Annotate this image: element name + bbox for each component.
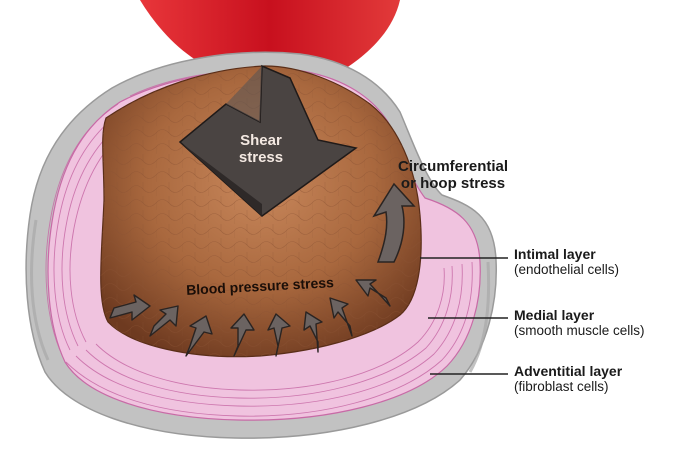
shear-label-line1: Shear bbox=[240, 132, 282, 149]
pressure-arrow-icon bbox=[230, 313, 255, 357]
shear-label-line2: stress bbox=[238, 149, 284, 166]
hoop-stress-arrow-icon bbox=[372, 182, 416, 263]
medial-layer-label: Medial layer (smooth muscle cells) bbox=[514, 307, 645, 338]
hoop-stress-label: Circumferential or hoop stress bbox=[398, 158, 508, 192]
pressure-arrow-icon bbox=[329, 297, 353, 337]
shear-stress-arrow-icon bbox=[178, 64, 358, 217]
adventitial-layer-subtitle: (fibroblast cells) bbox=[514, 379, 609, 394]
pressure-arrow-icon bbox=[303, 311, 323, 353]
adventitial-layer-title: Adventitial layer bbox=[514, 363, 623, 379]
blood-pressure-arrows bbox=[109, 279, 391, 357]
pressure-arrow-icon bbox=[109, 294, 151, 321]
intimal-layer-title: Intimal layer bbox=[514, 246, 596, 262]
adventitial-texture bbox=[30, 219, 491, 373]
intimal-layer-subtitle: (endothelial cells) bbox=[514, 262, 620, 277]
hoop-label-line1: Circumferential bbox=[398, 158, 509, 175]
intimal-layer-label: Intimal layer (endothelial cells) bbox=[514, 246, 619, 277]
pressure-arrow-icon bbox=[267, 313, 291, 357]
medial-layer-subtitle: (smooth muscle cells) bbox=[514, 323, 645, 338]
pressure-arrow-icon bbox=[355, 279, 391, 307]
pressure-arrow-icon bbox=[185, 315, 213, 357]
hoop-label-line2: or hoop stress bbox=[400, 175, 506, 192]
pressure-arrow-icon bbox=[149, 305, 179, 337]
adventitial-layer-label: Adventitial layer (fibroblast cells) bbox=[514, 363, 622, 394]
shear-stress-label: Shear stress bbox=[226, 132, 296, 166]
medial-layer-title: Medial layer bbox=[514, 307, 595, 323]
